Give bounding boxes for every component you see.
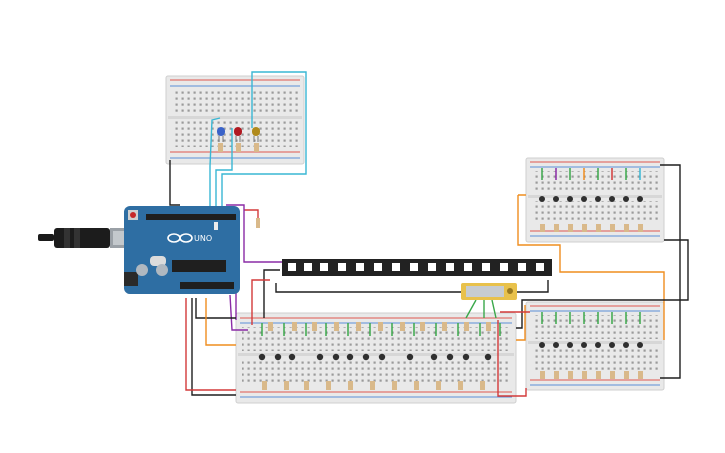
breadboard-right-top[interactable] [525,157,665,243]
pushbutton-row[interactable] [539,196,643,202]
led-yellow-icon[interactable] [252,127,260,142]
resistor-row [262,322,491,390]
led-red-icon[interactable] [234,127,242,142]
arduino-uno-icon[interactable]: UNO [38,206,240,294]
board-label: UNO [194,234,212,243]
pushbutton-row[interactable] [258,353,492,361]
usb-cable-icon [38,228,130,248]
arduino-logo-icon [167,233,193,243]
neopixel-strip-icon[interactable] [282,259,552,276]
resistor-row [540,371,643,379]
resistor-icon [256,218,260,228]
resistor-icon[interactable] [218,143,223,152]
resistor-icon[interactable] [254,143,259,152]
breadboard-right-bottom[interactable] [525,301,665,391]
wires [169,71,689,397]
pushbutton-row[interactable] [539,342,643,348]
resistor-icon[interactable] [236,143,241,152]
resistor-row [540,224,643,232]
breadboard-main[interactable] [235,312,517,404]
led-blue-icon[interactable] [217,127,225,142]
lcd-display-icon[interactable] [461,283,517,300]
breadboard-top[interactable] [165,75,305,165]
